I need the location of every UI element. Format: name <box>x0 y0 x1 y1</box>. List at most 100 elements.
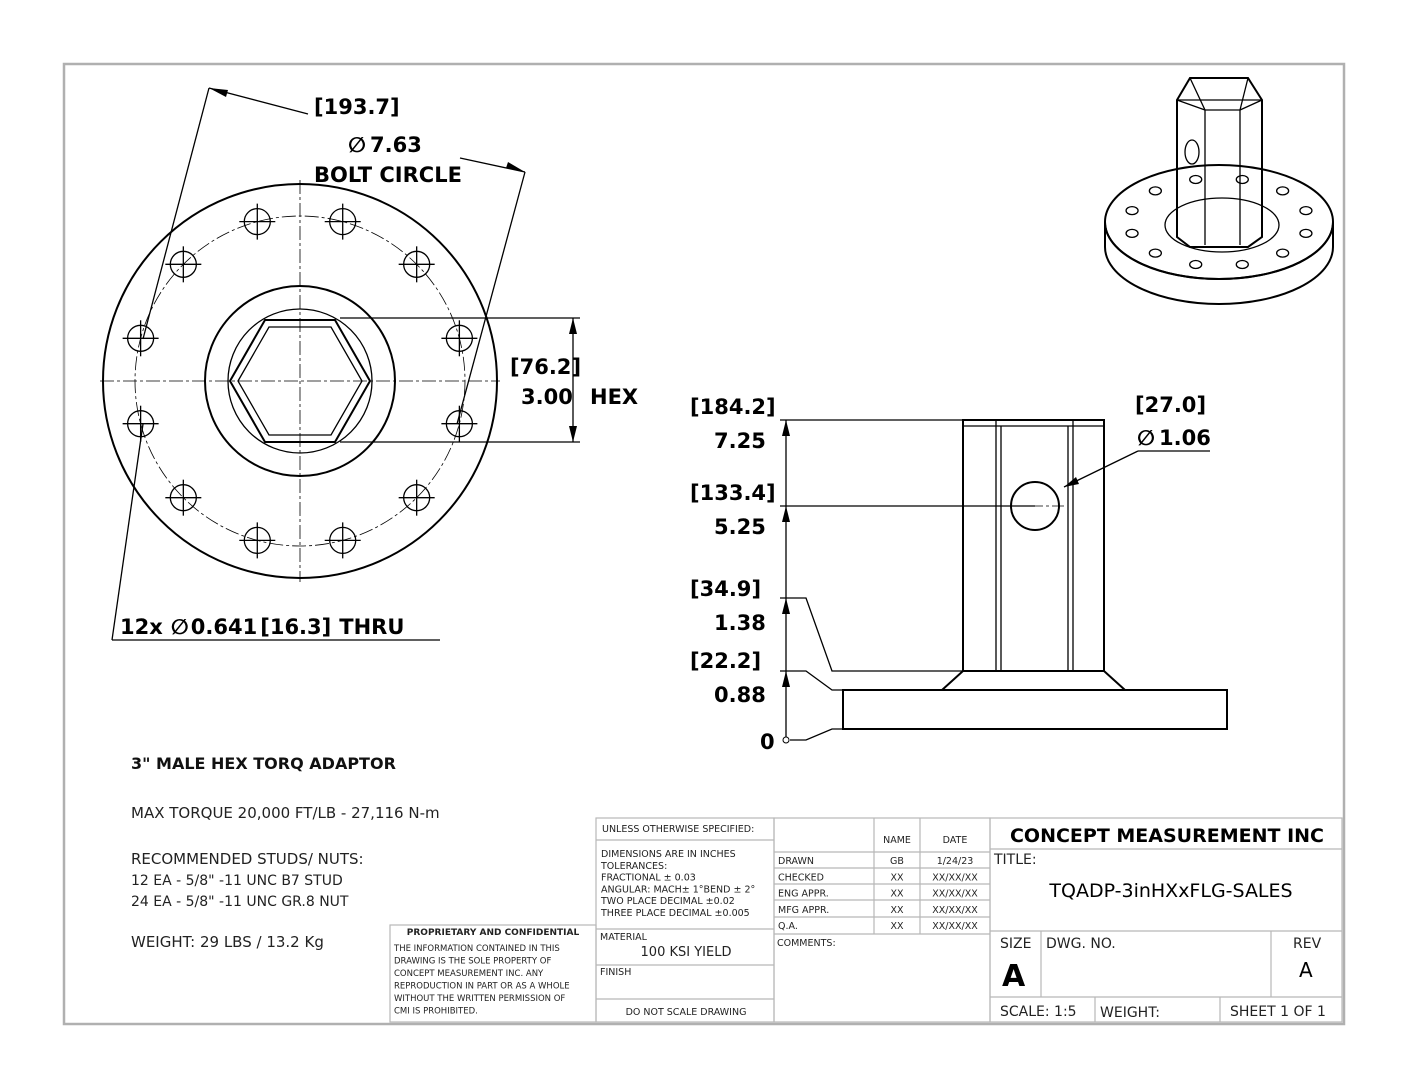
holes-thru: THRU <box>339 615 404 639</box>
approval-role: MFG APPR. <box>778 905 829 916</box>
proprietary-line: WITHOUT THE WRITTEN PERMISSION OF <box>394 994 565 1004</box>
side-view: [184.2] 7.25 [133.4] 5.25 [34.9] 1.38 [22.2] 0.… <box>690 393 1228 754</box>
height-mm-dimension: [133.4] <box>690 481 776 505</box>
finish-label: FINISH <box>600 967 631 978</box>
hex-mm-dimension: [76.2] <box>510 355 581 379</box>
weight-note: WEIGHT: 29 LBS / 13.2 Kg <box>131 933 324 951</box>
iso-bolt-hole <box>1275 186 1290 196</box>
tolerance-line: TOLERANCES: <box>600 861 667 872</box>
height-in: 5.25 <box>714 515 766 539</box>
iso-bolt-hole <box>1299 205 1313 216</box>
sheet-border <box>62 62 1346 1026</box>
height-mm-dimension: [34.9] <box>690 577 761 601</box>
sheet-number: SHEET 1 OF 1 <box>1230 1004 1326 1020</box>
material-value: 100 KSI YIELD <box>641 945 732 960</box>
approval-name: GB <box>890 856 904 867</box>
approval-role: CHECKED <box>778 872 824 883</box>
nuts-line: 24 EA - 5/8" -11 UNC GR.8 NUT <box>131 894 349 910</box>
iso-bolt-hole <box>1125 205 1139 216</box>
approval-name: XX <box>890 872 904 883</box>
height-in: 0.88 <box>714 683 766 707</box>
cross-hole-mm-dimension: [27.0] <box>1135 393 1206 417</box>
approval-name: XX <box>890 889 904 900</box>
chamfer <box>941 670 1126 691</box>
height-mm: 184.2 <box>700 395 766 419</box>
do-not-scale: DO NOT SCALE DRAWING <box>626 1007 747 1018</box>
holes-qty: 12x <box>120 615 163 639</box>
hex-in: 3.00 <box>521 385 573 409</box>
height-in: 7.25 <box>714 429 766 453</box>
comments-label: COMMENTS: <box>777 938 836 949</box>
iso-bolt-hole <box>1235 259 1249 270</box>
height-mm-dimension: [22.2] <box>690 649 761 673</box>
name-header: NAME <box>883 835 911 846</box>
tolerance-line: TWO PLACE DECIMAL ±0.02 <box>600 896 735 907</box>
unless-specified: UNLESS OTHERWISE SPECIFIED: <box>602 824 754 835</box>
front-view: [193.7] ∅7.63 BOLT CIRCLE [76.2] 3.00 HE… <box>100 87 638 641</box>
hex-mm: 76.2 <box>520 355 572 379</box>
rev-value: A <box>1299 958 1313 982</box>
bolt-circle-mm: 193.7 <box>324 95 390 119</box>
iso-bolt-hole <box>1235 174 1249 185</box>
size-label: SIZE <box>1000 936 1031 952</box>
bolt-holes <box>122 203 478 559</box>
iso-bolt-hole <box>1125 228 1139 239</box>
hex-label: HEX <box>590 385 638 409</box>
dwg-no-label: DWG. NO. <box>1046 936 1116 952</box>
date-header: DATE <box>943 835 968 846</box>
diameter-symbol: ∅ <box>348 133 366 157</box>
height-in: 1.38 <box>714 611 766 635</box>
company-name: CONCEPT MEASUREMENT INC <box>1010 825 1324 847</box>
title-label: TITLE: <box>993 852 1037 868</box>
flange-side <box>842 689 1228 730</box>
iso-bolt-hole <box>1148 248 1163 258</box>
height-mm: 133.4 <box>700 481 766 505</box>
size-value: A <box>1002 959 1026 994</box>
approval-name: XX <box>890 905 904 916</box>
proprietary-line: THE INFORMATION CONTAINED IN THIS <box>393 944 560 954</box>
weight-label: WEIGHT: <box>1100 1005 1160 1021</box>
drawing-title: TQADP-3inHXxFLG-SALES <box>1048 880 1292 902</box>
material-label: MATERIAL <box>600 932 648 943</box>
tolerance-line: ANGULAR: MACH± 1°BEND ± 2° <box>601 884 755 895</box>
iso-bolt-hole <box>1189 174 1203 185</box>
holes-dia-in: 0.641 <box>191 615 257 639</box>
proprietary-heading: PROPRIETARY AND CONFIDENTIAL <box>407 928 580 938</box>
iso-bolt-hole <box>1299 228 1313 239</box>
bolt-circle-mm-dimension: [193.7] <box>314 95 400 119</box>
studs-line: 12 EA - 5/8" -11 UNC B7 STUD <box>131 873 343 889</box>
tolerance-line: THREE PLACE DECIMAL ±0.005 <box>600 908 750 919</box>
approval-date: XX/XX/XX <box>932 905 978 916</box>
iso-bolt-hole <box>1275 248 1290 258</box>
rev-label: REV <box>1293 936 1322 952</box>
iso-bolt-hole <box>1189 259 1203 270</box>
tolerance-line: FRACTIONAL ± 0.03 <box>601 873 696 884</box>
title-block: PROPRIETARY AND CONFIDENTIAL THE INFORMA… <box>389 817 1343 1023</box>
holes-callout: 12x∅0.641[16.3]THRU <box>120 615 404 639</box>
datum-zero: 0 <box>760 730 775 754</box>
hex-body <box>962 419 1105 672</box>
approval-role: DRAWN <box>778 856 814 867</box>
approval-role: ENG APPR. <box>778 889 829 900</box>
bolt-circle-in: 7.63 <box>370 133 422 157</box>
approval-name: XX <box>890 921 904 932</box>
max-torque: MAX TORQUE 20,000 FT/LB - 27,116 N-m <box>131 804 440 822</box>
height-mm: 34.9 <box>700 577 752 601</box>
part-title: 3" MALE HEX TORQ ADAPTOR <box>131 754 396 773</box>
approval-date: 1/24/23 <box>937 856 974 867</box>
bolt-circle-in-dimension: ∅7.63 <box>348 133 422 157</box>
approval-date: XX/XX/XX <box>932 889 978 900</box>
tolerance-line: DIMENSIONS ARE IN INCHES <box>601 849 736 860</box>
height-dimensions: [184.2] 7.25 [133.4] 5.25 [34.9] 1.38 [22.2] 0.… <box>690 395 776 707</box>
holes-dia-mm: 16.3 <box>270 615 322 639</box>
bolt-circle-label: BOLT CIRCLE <box>314 163 462 187</box>
proprietary-line: CONCEPT MEASUREMENT INC. ANY <box>394 969 544 979</box>
height-mm: 22.2 <box>700 649 752 673</box>
cross-hole-in: 1.06 <box>1159 426 1211 450</box>
approval-date: XX/XX/XX <box>932 921 978 932</box>
cross-hole-in-dimension: ∅1.06 <box>1137 426 1211 450</box>
approval-date: XX/XX/XX <box>932 872 978 883</box>
approval-role: Q.A. <box>778 921 798 932</box>
height-mm-dimension: [184.2] <box>690 395 776 419</box>
